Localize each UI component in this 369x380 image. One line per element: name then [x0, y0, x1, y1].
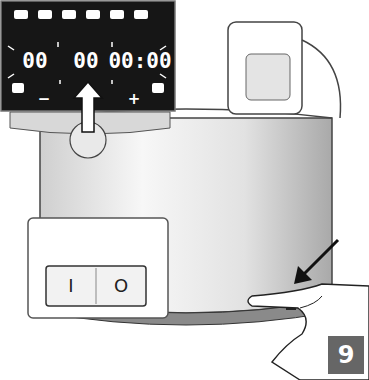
program-icon	[110, 10, 124, 19]
handle-slot	[246, 54, 290, 100]
blink-mark	[111, 80, 113, 84]
program-icon	[62, 10, 76, 19]
pointer-arrow	[74, 82, 102, 132]
handle	[228, 22, 302, 114]
finger-crease	[300, 296, 322, 308]
arrow-head	[294, 266, 312, 284]
rocker-switch	[46, 266, 146, 306]
arrow-shaft	[302, 240, 338, 276]
bowl-body	[40, 118, 332, 313]
status-icon	[12, 83, 24, 93]
program-icon	[86, 10, 100, 19]
program-icon	[14, 10, 28, 19]
switch-inset	[28, 218, 168, 318]
callout-box	[328, 336, 364, 374]
blink-mark	[8, 74, 14, 78]
appliance-body	[40, 22, 341, 325]
blink-mark	[160, 46, 166, 50]
display-digits: 00	[73, 49, 98, 74]
hand	[248, 284, 369, 380]
rocker-divider	[96, 268, 97, 304]
display-time: 00:00	[108, 49, 171, 74]
blink-mark	[57, 42, 59, 47]
plus-key: +	[128, 90, 141, 108]
blink-mark	[8, 46, 14, 50]
status-icon	[152, 83, 164, 93]
callout-number-box: 9	[328, 336, 364, 374]
blink-mark	[111, 42, 113, 47]
hand-outline	[248, 284, 369, 380]
program-icon	[38, 10, 52, 19]
indicator-arrow	[294, 240, 338, 284]
program-icon	[134, 10, 148, 19]
switch-on-mark: I	[68, 275, 73, 297]
lid-edge	[302, 40, 341, 118]
minus-key: −	[38, 90, 51, 108]
blink-mark	[59, 80, 61, 84]
switch-off-mark: O	[114, 275, 128, 297]
callout-number: 9	[338, 341, 355, 369]
blink-mark	[160, 74, 166, 78]
display-digits: 00	[22, 49, 47, 74]
switch-panel	[28, 218, 168, 318]
